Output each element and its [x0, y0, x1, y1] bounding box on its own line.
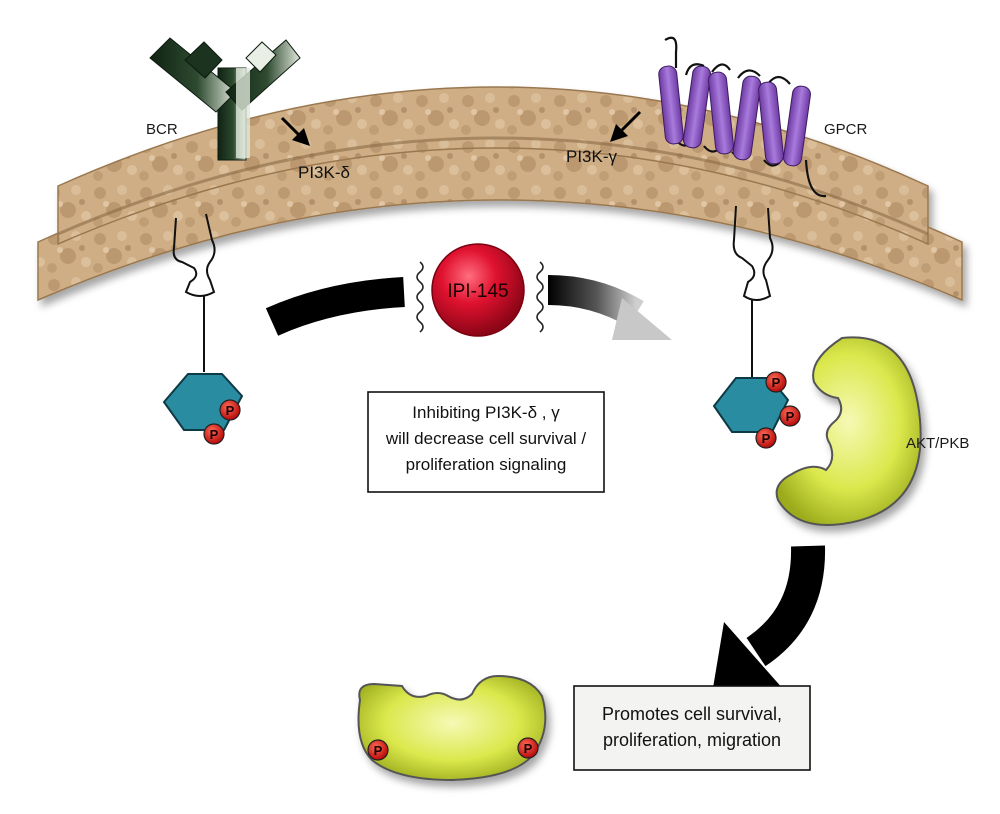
- outcome-note: Promotes cell survival, proliferation, m…: [573, 685, 811, 771]
- pi3k-gamma-complex: P P P: [712, 205, 801, 449]
- phospho-label: P: [374, 743, 383, 758]
- inhibition-squiggles: [416, 261, 544, 333]
- phospho-label: P: [786, 409, 795, 424]
- signaling-arrow: [265, 275, 672, 340]
- phospho-icon: [755, 427, 777, 449]
- inhibition-note-line: will decrease cell survival /: [385, 429, 587, 448]
- pi3k-delta-complex: P P: [162, 213, 244, 445]
- phospho-label: P: [524, 741, 533, 756]
- inhibition-note: Inhibiting PI3K-δ , γ will decrease cell…: [367, 391, 605, 493]
- ipi-145-drug: IPI-145: [431, 243, 525, 337]
- phospho-icon: [219, 399, 241, 421]
- drug-label: IPI-145: [447, 281, 508, 302]
- phospho-icon: [367, 739, 389, 761]
- gpcr-receptor-icon: [658, 36, 827, 198]
- outcome-note-line: Promotes cell survival,: [602, 704, 782, 724]
- phospho-icon: [765, 371, 787, 393]
- cell-membrane: [37, 86, 963, 302]
- inhibition-note-line: proliferation signaling: [406, 455, 567, 474]
- inhibition-note-line: Inhibiting PI3K-δ , γ: [412, 403, 560, 422]
- phosphorylated-akt-icon: [357, 674, 547, 782]
- outcome-note-line: proliferation, migration: [603, 730, 781, 750]
- phospho-label: P: [772, 375, 781, 390]
- akt-label: AKT/PKB: [906, 435, 969, 452]
- gpcr-activation-arrow: [610, 110, 642, 142]
- akt-activation-arrow: [712, 545, 826, 694]
- akt-phospho-sites: P P: [367, 737, 539, 761]
- phospho-icon: [779, 405, 801, 427]
- pi3k-gamma-label: PI3K-γ: [566, 147, 618, 166]
- akt-pkb-icon: [775, 336, 922, 526]
- phospho-icon: [517, 737, 539, 759]
- phospho-icon: [203, 423, 225, 445]
- pi3k-delta-label: PI3K-δ: [298, 163, 350, 182]
- phospho-label: P: [210, 427, 219, 442]
- bcr-activation-arrow: [280, 116, 310, 146]
- phospho-label: P: [762, 431, 771, 446]
- gpcr-label: GPCR: [824, 121, 868, 138]
- bcr-receptor-icon: [149, 37, 301, 161]
- bcr-label: BCR: [146, 121, 178, 138]
- phospho-label: P: [226, 403, 235, 418]
